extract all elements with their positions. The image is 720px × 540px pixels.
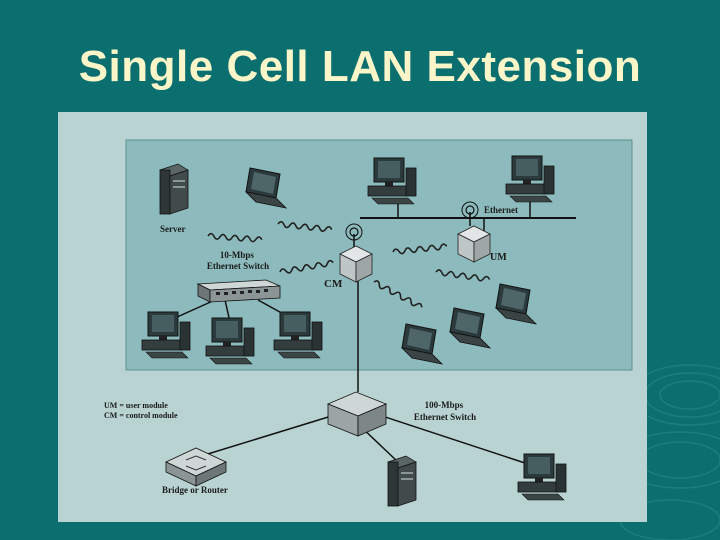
wired-links [165, 278, 529, 465]
10-mbps-switch-label-line1: 10-Mbps [220, 250, 255, 260]
cm-control-module-icon [339, 245, 373, 283]
um-label: UM [490, 252, 507, 263]
10-mbps-switch-label: 10-Mbps Ethernet Switch [207, 250, 269, 271]
network-diagram: Server Ethernet UM CM 10-Mbps Ethernet S… [58, 112, 647, 522]
server-icon [159, 163, 189, 215]
server-icon [387, 455, 417, 507]
bridge-router-icon [165, 447, 227, 487]
legend-um: UM = user module [104, 401, 168, 410]
10-mbps-switch-label-line2: Ethernet Switch [207, 261, 269, 271]
100-mbps-switch-label-line1: 100-Mbps [425, 400, 464, 410]
10-mbps-switch-icon [196, 279, 281, 303]
cm-label: CM [324, 278, 343, 290]
100-mbps-switch-label: 100-Mbps Ethernet Switch [414, 400, 476, 422]
slide-title: Single Cell LAN Extension [78, 42, 642, 91]
legend-cm: CM = control module [104, 411, 178, 420]
pc-icon [517, 453, 567, 501]
bridge-router-label: Bridge or Router [162, 485, 228, 495]
um-antenna-icon [461, 201, 479, 226]
100-mbps-switch-icon [326, 391, 388, 437]
100-mbps-switch-label-line2: Ethernet Switch [414, 412, 476, 422]
ethernet-label: Ethernet [484, 205, 518, 215]
um-user-module-icon [457, 225, 491, 263]
server-label: Server [160, 224, 185, 234]
